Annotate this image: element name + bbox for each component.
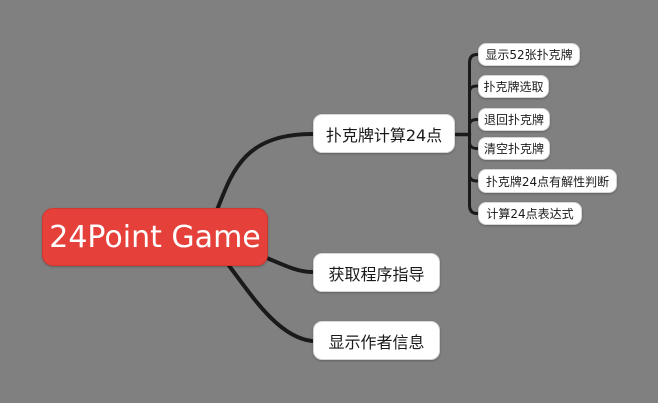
leaf4-hook-line (467, 139, 479, 150)
branch-node-label: 获取程序指导 (328, 264, 425, 284)
root-to-branch2-curve (260, 254, 314, 274)
leaf2-hook-line (467, 84, 479, 95)
leaf-node-label: 扑克牌24点有解性判断 (485, 174, 610, 189)
leaf3-hook-line (467, 118, 479, 128)
root-node[interactable]: 24Point Game (42, 208, 268, 266)
leaf-node-show-52-cards[interactable]: 显示52张扑克牌 (478, 43, 580, 66)
leaf-node-solvability-check[interactable]: 扑克牌24点有解性判断 (478, 169, 617, 193)
leaf-node-calc-expression[interactable]: 计算24点表达式 (478, 202, 582, 225)
leaf-node-select-card[interactable]: 扑克牌选取 (478, 75, 549, 98)
root-node-label: 24Point Game (49, 219, 261, 255)
leaf-node-label: 清空扑克牌 (483, 142, 544, 156)
leaf-node-label: 显示52张扑克牌 (485, 48, 573, 62)
branch-node-label: 扑克牌计算24点 (325, 125, 443, 145)
branch-node-show-author[interactable]: 显示作者信息 (313, 321, 440, 360)
branch-node-poker-24-calc[interactable]: 扑克牌计算24点 (313, 114, 455, 153)
root-to-branch1-curve (215, 132, 314, 212)
leaf-node-clear-cards[interactable]: 清空扑克牌 (478, 137, 550, 160)
branch-node-label: 显示作者信息 (328, 332, 425, 352)
leaf-node-label: 计算24点表达式 (486, 207, 574, 221)
leaf-spine-line (468, 53, 479, 215)
leaf5-hook-line (467, 172, 479, 183)
root-to-branch3-curve (225, 261, 314, 343)
branch-node-get-guide[interactable]: 获取程序指导 (313, 253, 440, 292)
leaf-node-label: 退回扑克牌 (483, 113, 544, 127)
leaf-node-label: 扑克牌选取 (483, 80, 544, 94)
leaf-node-return-card[interactable]: 退回扑克牌 (478, 108, 550, 131)
